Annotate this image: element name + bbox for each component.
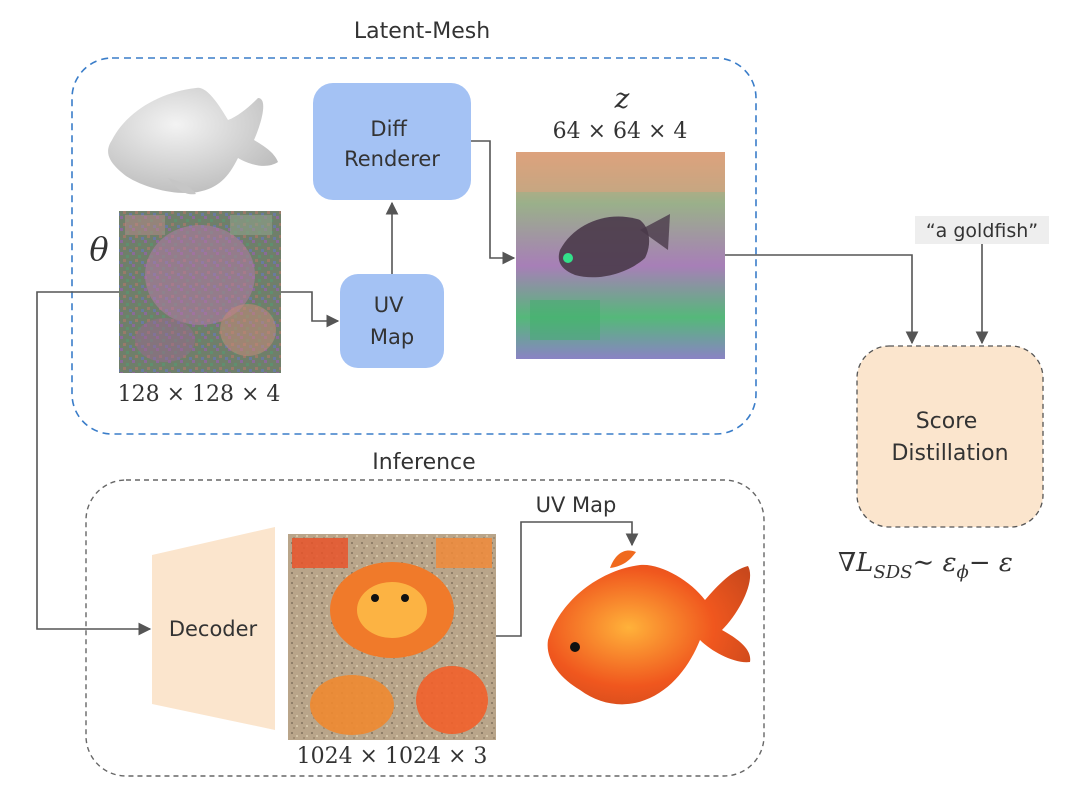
arrow-theta-to-uvmap	[281, 291, 340, 328]
sds-grad-main: ∇L	[838, 548, 873, 578]
latent-texture-image	[119, 211, 281, 373]
prompt-highlight	[915, 216, 1049, 244]
sds-gradient-formula: ∇LSDS∼ εϕ− ε	[838, 548, 1013, 583]
connectors	[36, 140, 989, 637]
inference-title: Inference	[372, 450, 475, 475]
svg-text:Diff Renderer: Diff Renderer	[344, 117, 440, 171]
score-distillation-label-line2: Distillation	[891, 441, 1008, 466]
svg-text:UV Map: UV Map	[370, 293, 414, 349]
arrow-z-to-sds	[725, 254, 919, 345]
decoder-node: Decoder	[152, 527, 275, 730]
diff-renderer-node: Diff Renderer	[313, 83, 471, 200]
uv-map-label-line2: Map	[370, 325, 414, 349]
goldfish-mesh-image	[547, 550, 751, 705]
decoder-label: Decoder	[169, 617, 258, 641]
uv-map-edge-label: UV Map	[536, 493, 617, 517]
diff-renderer-label-line2: Renderer	[344, 147, 440, 171]
score-distillation-node: Score Distillation	[856, 345, 1044, 528]
latent-texture-dims: 128 × 128 × 4	[118, 382, 281, 407]
latent-mesh-title: Latent-Mesh	[354, 19, 490, 44]
diff-renderer-label-line1: Diff	[370, 117, 407, 141]
decoded-texture-dims: 1024 × 1024 × 3	[297, 744, 488, 769]
latent-render-image	[516, 152, 725, 359]
prompt-text: “a goldfish”	[926, 220, 1038, 242]
decoded-texture-image	[288, 534, 496, 740]
uv-map-label-line1: UV	[374, 293, 404, 317]
score-distillation-label-line1: Score	[916, 409, 978, 434]
mesh-preview-image	[108, 87, 278, 195]
arrow-theta-to-decoder	[36, 291, 152, 636]
latent-mesh-region	[71, 57, 757, 435]
latent-render-dims: 64 × 64 × 4	[553, 119, 688, 144]
sds-grad-sub: SDS	[873, 562, 912, 583]
sds-grad-tail: − ε	[969, 548, 1013, 578]
svg-text:Score Distillation: Score Distillation	[891, 409, 1008, 466]
z-label: z	[614, 82, 630, 115]
arrow-texture-to-goldfish	[496, 521, 639, 637]
inference-region	[85, 479, 765, 777]
uv-map-node: UV Map	[340, 274, 444, 368]
theta-label: θ	[89, 230, 108, 268]
arrow-renderer-to-z	[471, 140, 516, 265]
sds-grad-rest: ∼ ε	[913, 548, 957, 578]
sds-grad-sub2: ϕ	[957, 562, 969, 583]
